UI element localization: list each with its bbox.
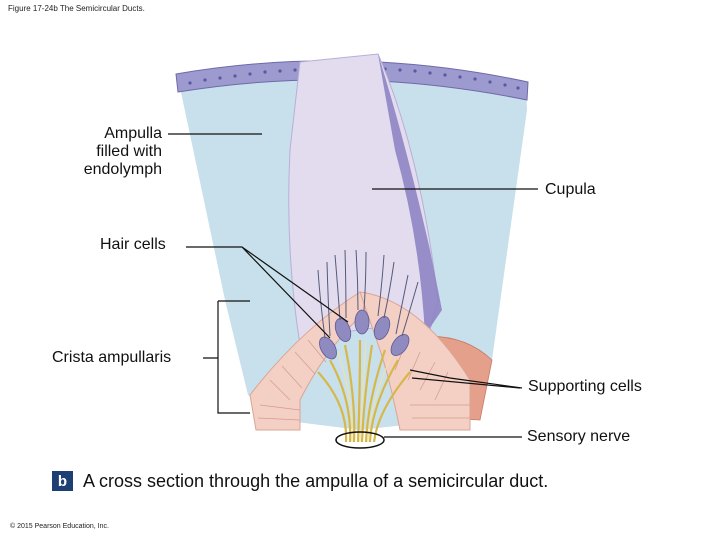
nerve-cut-end bbox=[335, 431, 385, 449]
figure-caption: b A cross section through the ampulla of… bbox=[52, 470, 548, 492]
label-ampulla: Ampulla filled with endolymph bbox=[83, 125, 162, 178]
label-sensory-nerve: Sensory nerve bbox=[527, 428, 631, 445]
leader-hair-cells bbox=[186, 246, 349, 339]
cupula-edge bbox=[378, 54, 442, 335]
duct-wall-epithelium bbox=[175, 60, 529, 101]
label-crista-ampullaris: Crista ampullaris bbox=[52, 349, 172, 366]
figure-title: Figure 17-24b The Semicircular Ducts. bbox=[8, 4, 145, 13]
label-hair-cells: Hair cells bbox=[100, 236, 166, 253]
nerve-fibers bbox=[317, 339, 411, 443]
copyright-notice: © 2015 Pearson Education, Inc. bbox=[10, 523, 109, 530]
leader-supporting bbox=[409, 369, 523, 389]
bracket-crista bbox=[203, 300, 250, 414]
label-cupula: Cupula bbox=[545, 181, 596, 198]
caption-text: A cross section through the ampulla of a… bbox=[83, 470, 549, 491]
panel-badge: b bbox=[52, 471, 73, 491]
label-supporting-cells: Supporting cells bbox=[528, 378, 642, 395]
